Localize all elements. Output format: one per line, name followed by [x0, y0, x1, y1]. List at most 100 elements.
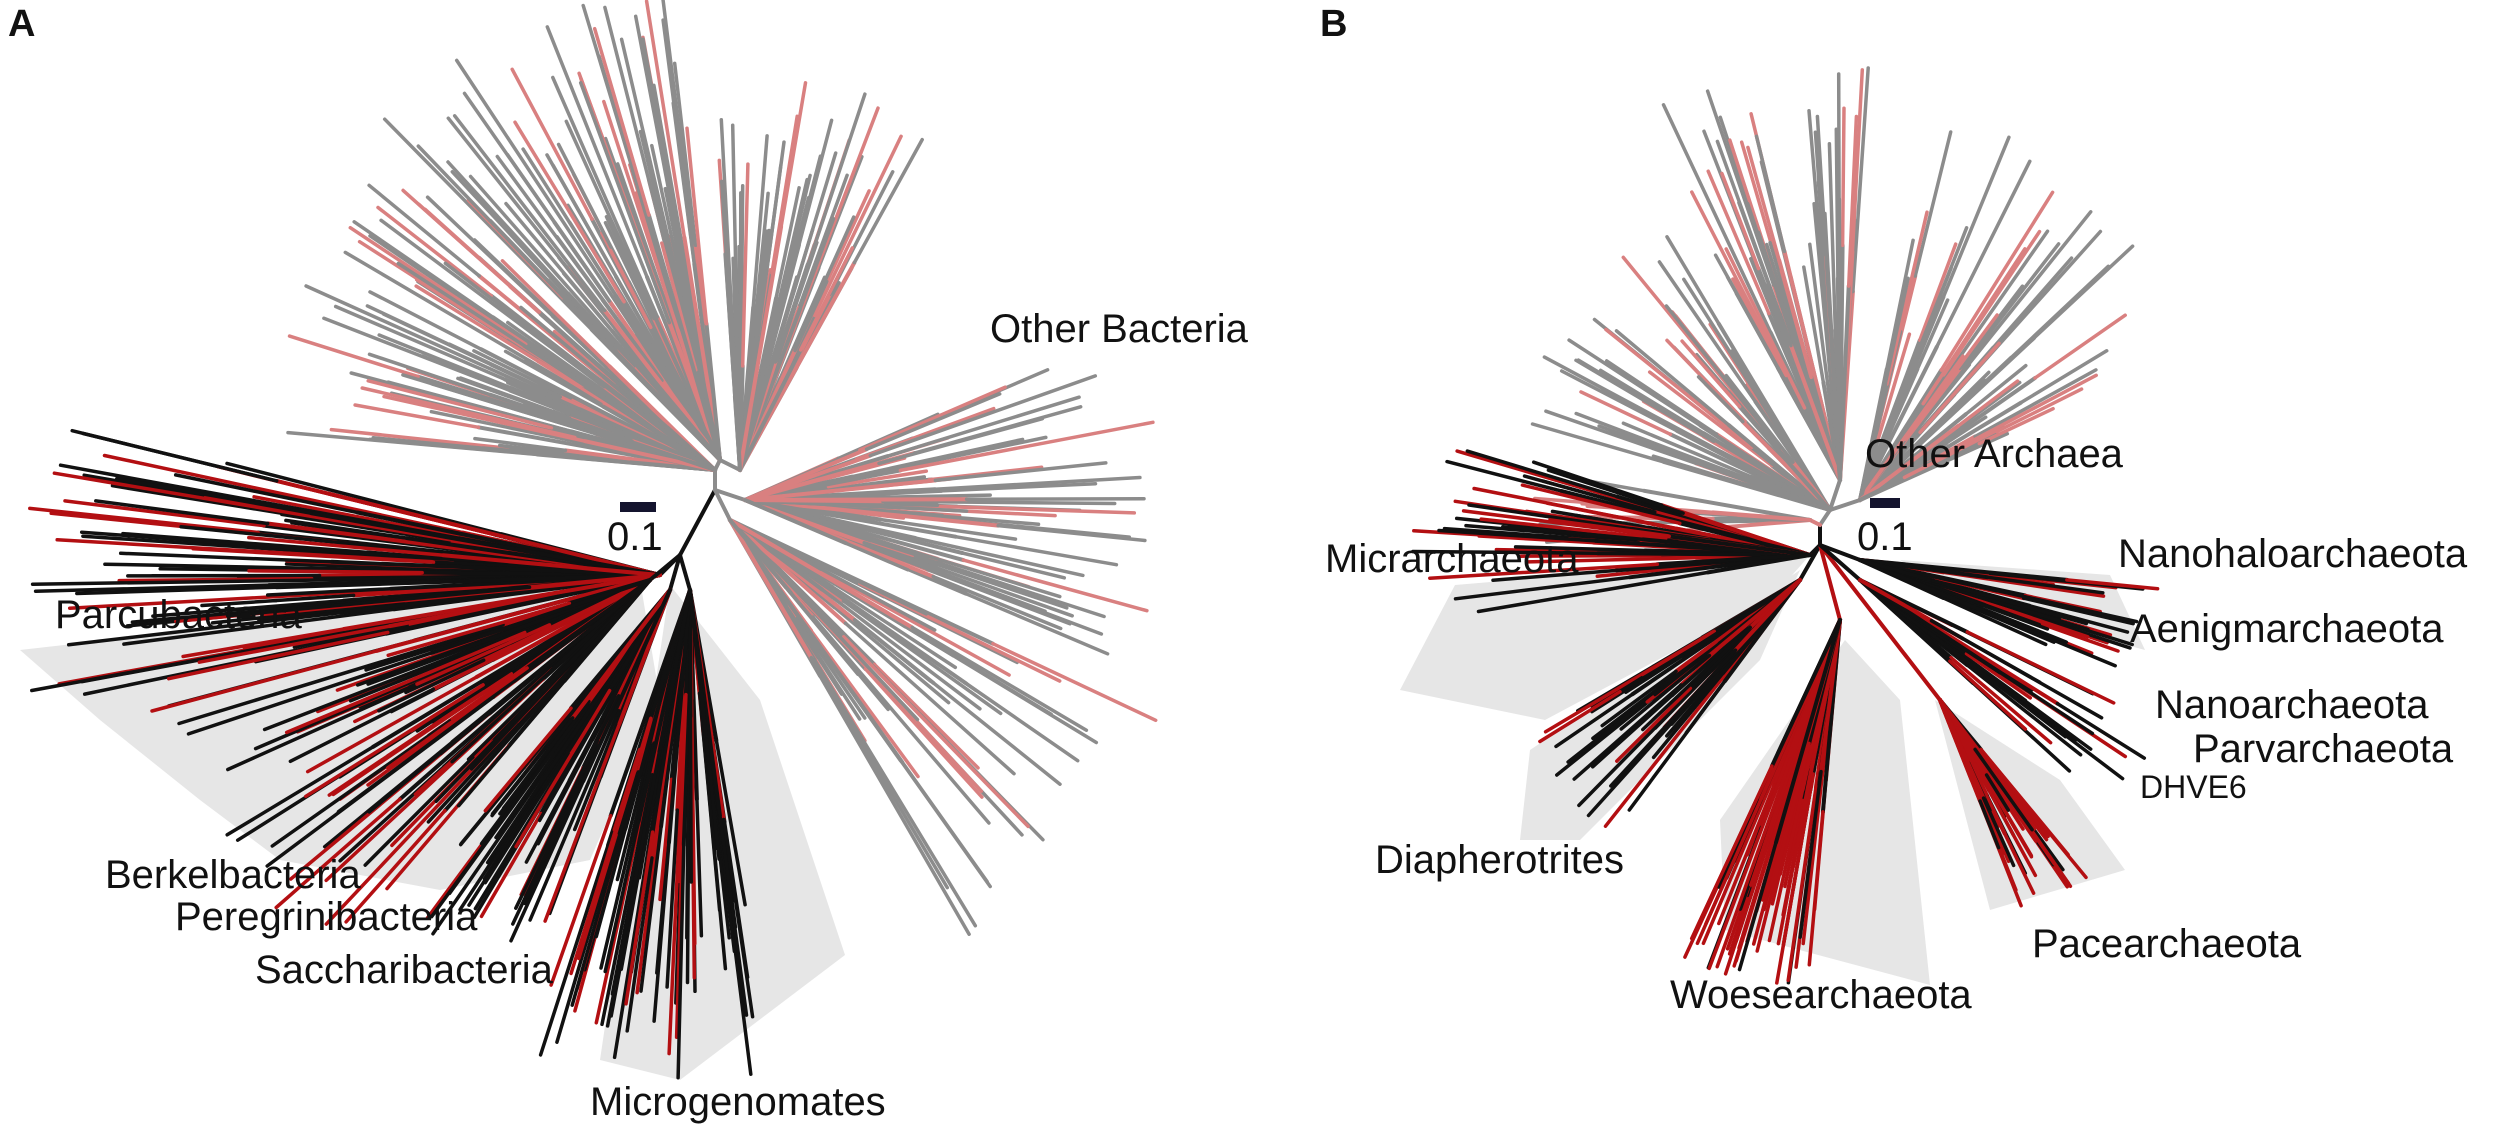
other-bacteria-right-branch: [826, 469, 929, 489]
other-archaea-upper-branch: [1808, 242, 1832, 403]
other-bacteria-lower-right-branch: [728, 518, 848, 626]
other-archaea-upper-right-branch: [1973, 368, 2098, 439]
saccharibacteria-branch: [528, 708, 621, 922]
saccharibacteria-label: Saccharibacteria: [255, 948, 554, 992]
parcubacteria-branch: [166, 630, 390, 681]
berkelbacteria-branch: [377, 658, 486, 713]
other-archaea-left-branch: [1736, 512, 1812, 522]
woesearchaeota-branch: [1770, 805, 1798, 906]
nanoarchaeota-label: Nanoarchaeota: [2155, 683, 2429, 727]
other-archaea-upper-right-branch: [1963, 363, 2028, 417]
micrarchaeota-branch: [1445, 459, 1564, 493]
panel-a-scale-label: 0.1: [607, 515, 663, 559]
microgenomates-branch: [717, 829, 737, 954]
other-bacteria-upper-left-branch: [542, 356, 717, 472]
other-bacteria-right-branch: [933, 475, 1142, 491]
diapherotrites-branch: [1590, 693, 1674, 769]
berkelbacteria-branch: [466, 673, 556, 762]
parcubacteria-branch: [225, 585, 532, 618]
aenigmarchaeota-branch: [1995, 588, 2139, 624]
other-archaea-upper-left-branch: [1664, 304, 1782, 450]
parcubacteria-branch: [256, 599, 424, 621]
other-archaea-upper-right-branch: [1902, 428, 1999, 480]
saccharibacteria-branch: [479, 811, 543, 919]
other-archaea-upper-right-branch: [1858, 475, 1907, 502]
panel-a-trunk: [678, 488, 717, 557]
other-bacteria-upper-branch: [671, 101, 697, 266]
micrarchaeota-branch: [1477, 534, 1596, 545]
parcubacteria-branch: [75, 585, 279, 596]
other-archaea-upper-branch: [1661, 103, 1773, 335]
berkelbacteria-branch: [439, 636, 582, 756]
parcubacteria-branch: [274, 478, 662, 577]
other-bacteria-upper-left-branch: [382, 394, 587, 443]
woesearchaeota-stem: [1818, 543, 1842, 622]
saccharibacteria-branch: [514, 694, 621, 910]
other-archaea-upper-right-branch: [1876, 332, 1912, 442]
microgenomates-branch: [549, 813, 613, 987]
parcubacteria-branch: [28, 506, 260, 535]
other-archaea-upper-left-branch: [1727, 423, 1832, 512]
other-bacteria-upper-branch: [672, 61, 698, 248]
other-bacteria-upper-left-branch: [473, 436, 568, 453]
nanoarchaeota-branch: [1965, 663, 2083, 757]
berkelbacteria-branch: [456, 679, 567, 808]
panel-b-archaea-tree: B 0.1 Other Archaea Micrarchaeota Nanoha…: [1320, 3, 2468, 1017]
parcubacteria-branch: [179, 524, 341, 545]
pacearchaeota-branch: [1978, 799, 2001, 850]
other-bacteria-right-branch: [743, 498, 966, 563]
other-archaea-upper-branch: [1756, 230, 1801, 356]
microgenomates-branch: [603, 819, 641, 974]
microgenomates-branch: [569, 825, 619, 976]
other-archaea-upper-left-branch: [1604, 327, 1754, 449]
saccharibacteria-branch: [485, 677, 613, 865]
other-archaea-upper-branch: [1838, 284, 1851, 482]
other-bacteria-right-branch: [881, 499, 1117, 506]
other-bacteria-right-branch: [939, 562, 1106, 619]
parcubacteria-branch: [265, 586, 393, 597]
other-bacteria-upper-right-branch: [738, 224, 784, 472]
micrarchaeota-branch: [1479, 517, 1668, 541]
parcubacteria-branch: [103, 562, 382, 572]
other-bacteria-lower-right-branch: [788, 591, 890, 712]
berkelbacteria-branch: [348, 643, 491, 703]
other-bacteria-right-branch: [953, 534, 1119, 567]
other-archaea-upper-left-branch: [1574, 358, 1716, 444]
other-bacteria-upper-right-branch: [754, 228, 771, 339]
berkelbacteria-branch: [177, 622, 505, 726]
diapherotrites-branch: [1619, 653, 1712, 731]
parcubacteria-branch: [441, 553, 662, 577]
saccharibacteria-branch: [509, 779, 586, 943]
diapherotrites-branch: [1641, 625, 1752, 732]
other-archaea-upper-right-branch: [2018, 349, 2109, 405]
other-archaea-upper-branch: [1789, 343, 1842, 482]
other-archaea-upper-right-stem: [1828, 498, 1862, 512]
pacearchaeota-branch: [1984, 773, 2011, 812]
other-bacteria-right-stem: [713, 488, 747, 502]
parcubacteria-branch: [115, 476, 313, 515]
other-bacteria-upper-left-branch: [532, 451, 633, 465]
other-bacteria-upper-branch: [446, 116, 569, 270]
other-archaea-upper-right-branch: [1991, 256, 2074, 350]
other-bacteria-upper-branch: [608, 248, 653, 330]
nanoarchaeota-branch: [1948, 659, 2028, 731]
other-archaea-upper-right-branch: [1935, 159, 2032, 349]
other-bacteria-upper-right-branch: [775, 173, 812, 314]
diapherotrites-branch: [1538, 689, 1622, 744]
other-bacteria-lower-right-branch: [811, 615, 991, 825]
other-bacteria-upper-right-branch: [773, 262, 810, 364]
aenigmarchaeota-branch: [1987, 597, 2090, 632]
other-bacteria-lower-right-branch: [783, 603, 862, 721]
parcubacteria-branch: [150, 649, 379, 713]
other-archaea-upper-left-branch: [1728, 471, 1832, 512]
saccharibacteria-branch: [431, 717, 583, 936]
microgenomates-branch: [652, 840, 671, 1023]
panel-a-scale-bar: [620, 502, 656, 512]
woesearchaeota-label: Woesearchaeota: [1670, 973, 1972, 1017]
other-archaea-left-branch: [1642, 488, 1812, 522]
other-bacteria-right-branch: [743, 447, 869, 502]
other-bacteria-right-branch: [935, 562, 1069, 610]
other-archaea-upper-left-stem: [1818, 508, 1832, 527]
other-archaea-upper-left-branch: [1597, 424, 1733, 476]
aenigmarchaeota-branch: [1931, 578, 2089, 626]
